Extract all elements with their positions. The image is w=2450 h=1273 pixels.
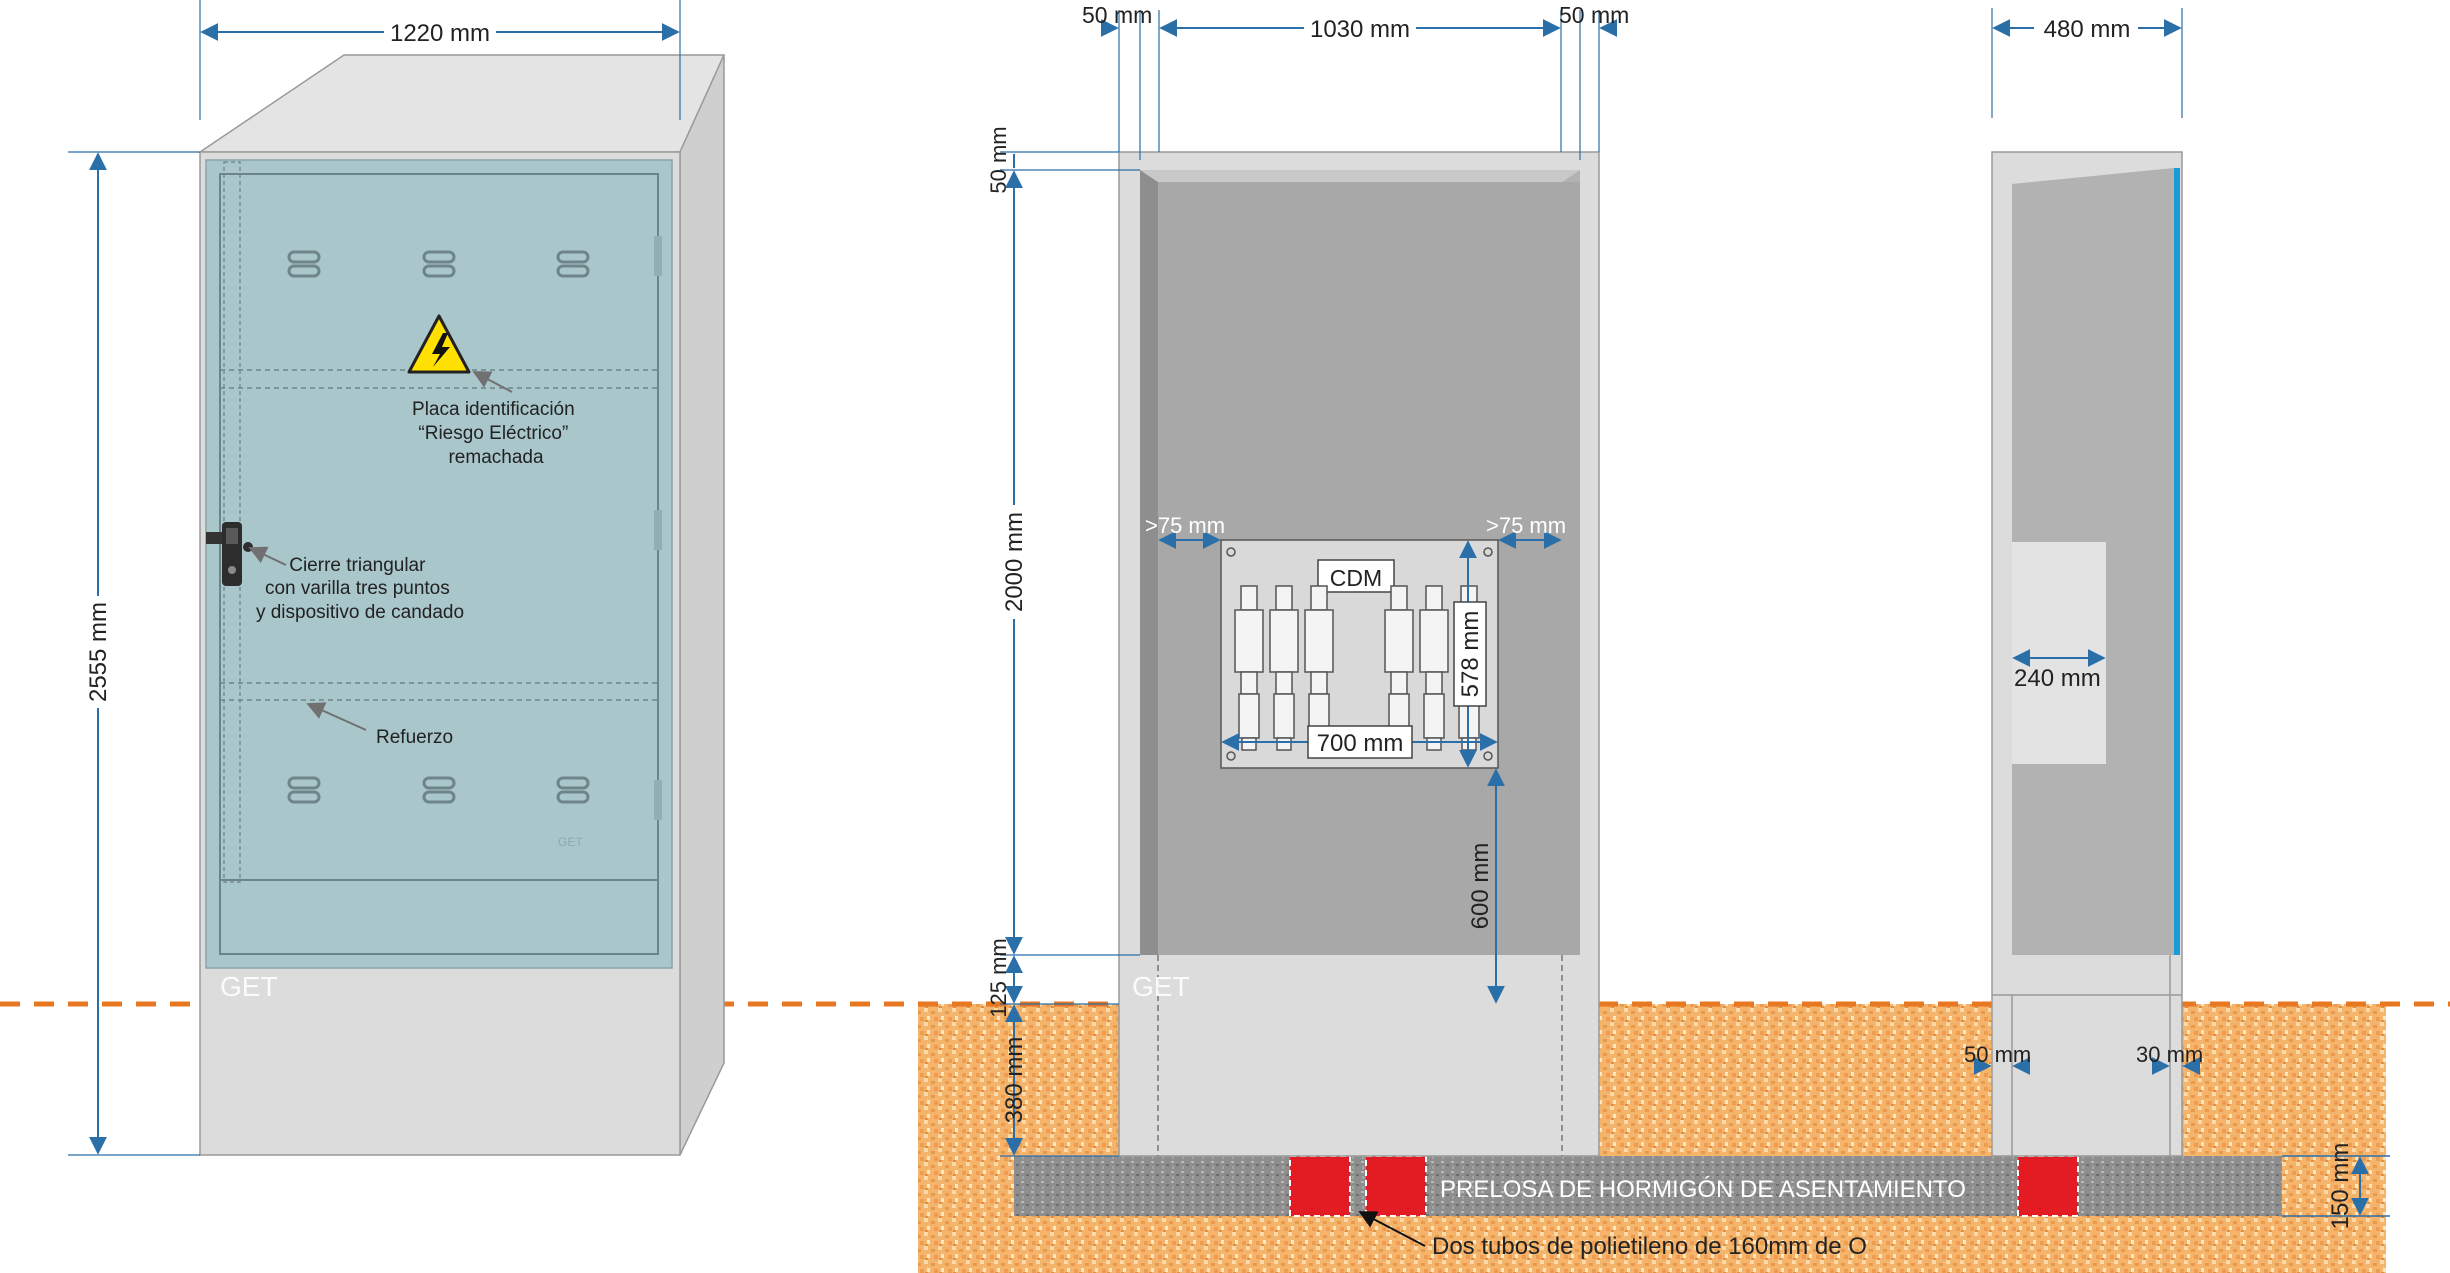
- warning-label-line-3: remachada: [448, 447, 543, 468]
- front-gap-label: 50 mm: [1964, 1042, 2031, 1067]
- right-clearance-label: >75 mm: [1486, 513, 1566, 538]
- side-view: 480 mm 240 mm 50 mm 30 mm: [1964, 8, 2203, 1157]
- fuse-base-2: [1269, 585, 1299, 751]
- side-depth-label-bg: [2034, 12, 2138, 42]
- door-inner-frame: [219, 173, 659, 955]
- panel-elevation-label: 600 mm: [1467, 843, 1494, 930]
- panel-screw-tl: [1226, 547, 1236, 557]
- inner-width-label: 1030 mm: [1310, 16, 1410, 43]
- cdm-label-box: [1317, 559, 1395, 593]
- back-gap-label: 30 mm: [2136, 1042, 2203, 1067]
- inner-height-label-bg: [998, 505, 1030, 619]
- vent-bottom-right: [556, 776, 590, 804]
- pipe-left-2: [1365, 1155, 1427, 1217]
- lock-label-line-1: Cierre triangular: [289, 555, 426, 576]
- vent-top-right: [556, 250, 590, 278]
- warning-sign-icon: [407, 314, 471, 374]
- slab-thickness-label: 150 mm: [2327, 1143, 2354, 1230]
- cabinet-top: [197, 54, 726, 153]
- lock-label: Cierre triangular con varilla tres punto…: [256, 555, 464, 623]
- warning-label: Placa identificación “Riesgo Eléctrico” …: [412, 399, 580, 468]
- vent-top-left: [287, 250, 321, 278]
- pipe-right: [2017, 1155, 2079, 1217]
- front-height-label-bg: [84, 596, 114, 708]
- right-wall-label: 50 mm: [1559, 2, 1629, 28]
- left-clearance-label: >75 mm: [1145, 513, 1225, 538]
- vent-bottom-center: [422, 776, 456, 804]
- side-door-edge: [2174, 168, 2180, 955]
- panel-screw-br: [1483, 751, 1493, 761]
- panel-height-label: 578 mm: [1457, 611, 1484, 698]
- hinge-top: [654, 236, 662, 276]
- reinforcement-label: Refuerzo: [376, 727, 453, 748]
- fuse-base-5: [1419, 585, 1449, 751]
- reinforcement-leader: [306, 702, 367, 731]
- triangular-lock-icon: [206, 522, 253, 586]
- top-wall-label: 50 mm: [986, 126, 1011, 193]
- hinge-bottom: [654, 780, 662, 820]
- warning-label-line-1: Placa identificación: [412, 399, 575, 420]
- lock-leader: [248, 546, 287, 566]
- slab-label: PRELOSA DE HORMIGÓN DE ASENTAMIENTO: [1440, 1176, 1966, 1203]
- interior-brand: GET: [1132, 971, 1190, 1002]
- left-wall-label: 50 mm: [1082, 2, 1152, 28]
- interior-view: GET CDM 700 mm 578 mm: [986, 2, 1629, 1157]
- door: [205, 159, 673, 969]
- rod-channel: [223, 161, 241, 883]
- panel-width-label-box: [1307, 725, 1413, 759]
- panel-depth-label: 240 mm: [2014, 665, 2101, 692]
- buried-label: 380 mm: [1001, 1037, 1028, 1124]
- warning-label-line-2: “Riesgo Eléctrico”: [418, 423, 568, 444]
- cabinet-side: [679, 54, 725, 1156]
- inner-height-label: 2000 mm: [1001, 512, 1028, 612]
- cavity-top-bevel: [1140, 170, 1580, 182]
- front-height-label: 2555 mm: [85, 602, 112, 702]
- vent-top-center: [422, 250, 456, 278]
- pipes-leader: [1358, 1211, 1426, 1247]
- front-view: Placa identificación “Riesgo Eléctrico” …: [68, 0, 726, 1156]
- side-depth-label: 480 mm: [2044, 16, 2131, 43]
- front-brand: GET: [220, 971, 278, 1002]
- warning-leader: [472, 371, 513, 393]
- lock-label-line-2: con varilla tres puntos: [265, 578, 450, 599]
- lock-label-line-3: y dispositivo de candado: [256, 602, 464, 623]
- side-panel-profile: [2012, 542, 2106, 764]
- panel-height-label-box: [1453, 601, 1487, 707]
- panel-width-label: 700 mm: [1317, 730, 1404, 757]
- pipe-left-1: [1289, 1155, 1351, 1217]
- front-width-label: 1220 mm: [390, 20, 490, 47]
- panel-screw-tr: [1483, 547, 1493, 557]
- inner-width-label-bg: [1304, 12, 1416, 42]
- front-width-label-bg: [384, 16, 496, 46]
- hinge-middle: [654, 510, 662, 550]
- panel-screw-bl: [1226, 751, 1236, 761]
- vent-bottom-left: [287, 776, 321, 804]
- cdm-label: CDM: [1330, 565, 1382, 591]
- plinth-label: 125 mm: [986, 938, 1011, 1017]
- brand-small: GET: [558, 835, 583, 849]
- fuse-base-1: [1234, 585, 1264, 751]
- pipes-label: Dos tubos de polietileno de 160mm de O: [1432, 1233, 1867, 1260]
- cavity-left-bevel: [1140, 170, 1158, 955]
